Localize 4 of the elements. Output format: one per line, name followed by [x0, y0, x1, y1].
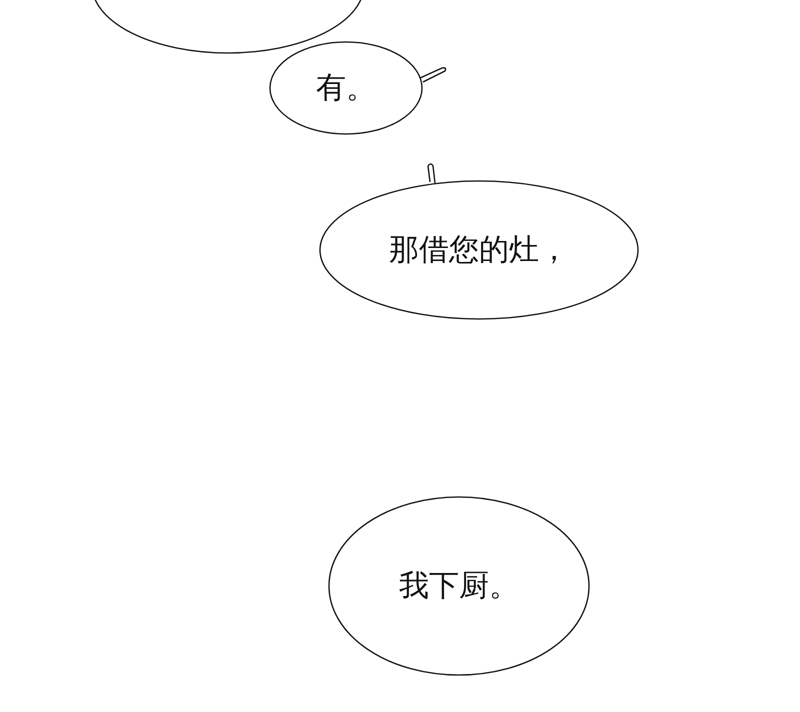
bubble-text: 我下厨。 — [399, 568, 519, 606]
speech-bubble — [328, 495, 592, 678]
bubble-text: 有。 — [316, 70, 376, 108]
bubble-text: 那借您的灶， — [389, 232, 569, 270]
